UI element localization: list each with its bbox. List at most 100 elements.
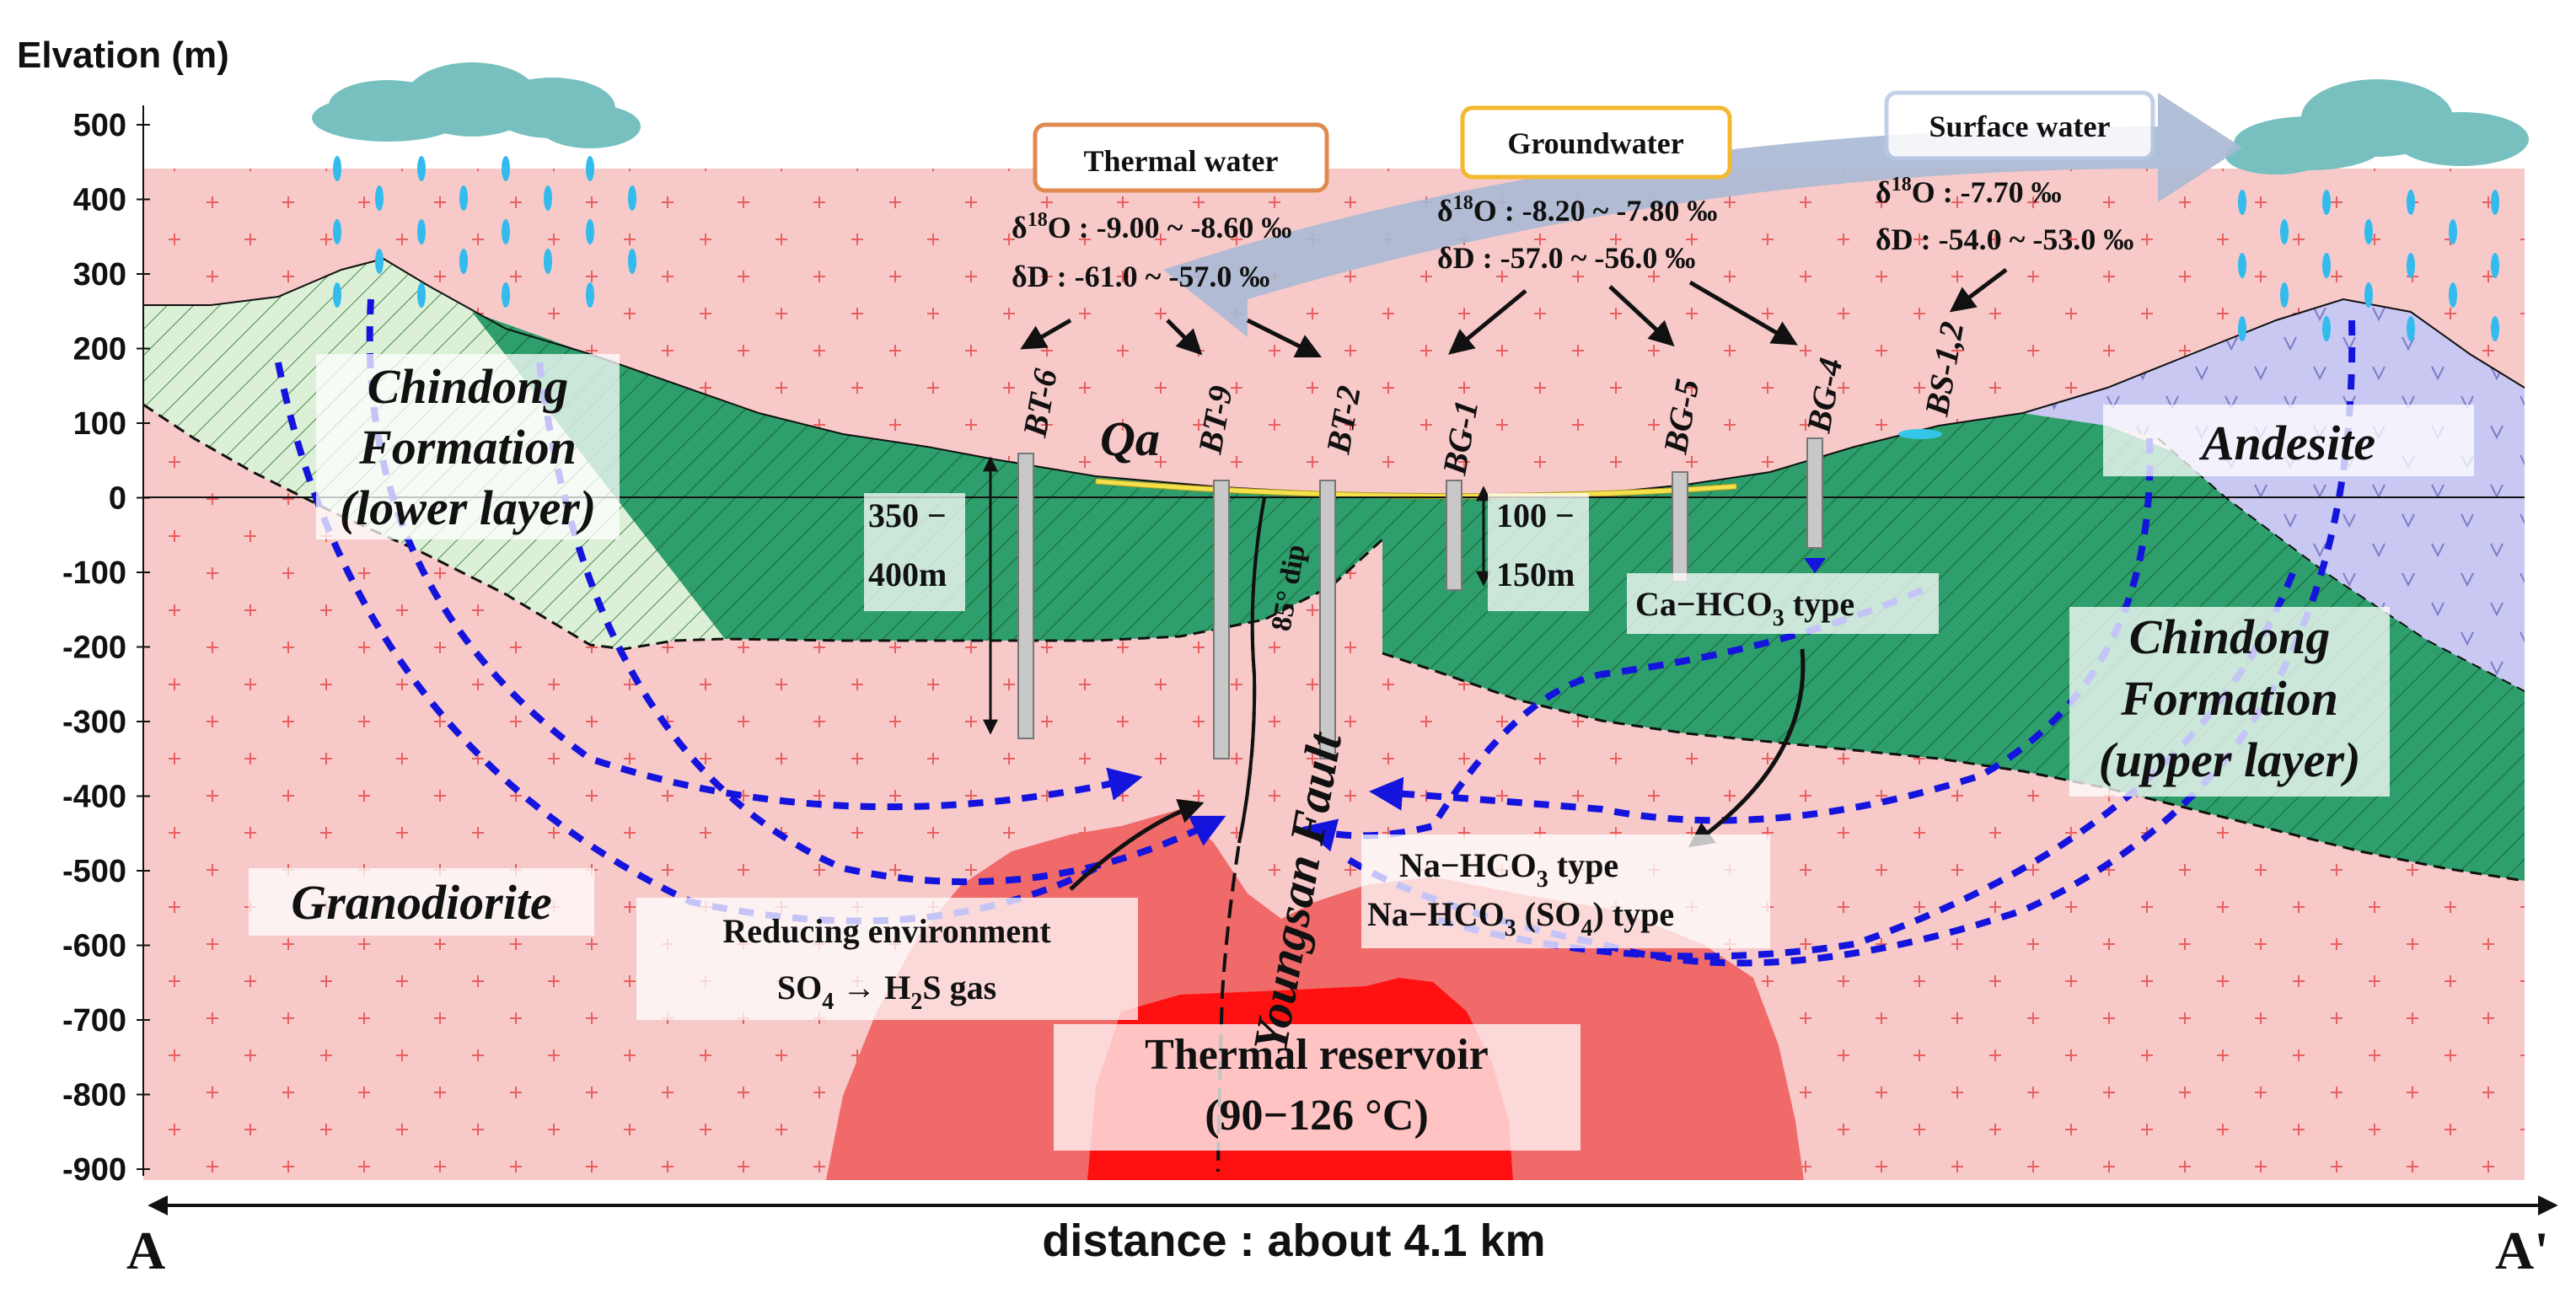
chindong-lower-line2: Formation xyxy=(358,420,577,475)
rain-drop xyxy=(544,185,552,211)
isotope-pointer-arrows xyxy=(1020,268,2008,891)
qa-label: Qa xyxy=(1100,411,1160,466)
chindong-upper-line3: (upper layer) xyxy=(2099,732,2361,787)
rain-drop xyxy=(2407,190,2415,215)
granodiorite-label: Granodiorite xyxy=(291,875,551,930)
thermal-reservoir-line1: Thermal reservoir xyxy=(1145,1031,1489,1079)
chindong-lower-line1: Chindong xyxy=(368,359,569,414)
y-tick-label: 400 xyxy=(73,183,126,218)
thermal-depth-line2: 400m xyxy=(868,555,947,593)
y-axis-title: Elvation (m) xyxy=(17,35,229,76)
ca-hco3-type: Ca−HCO3 type xyxy=(1635,585,1854,631)
y-tick-label: -300 xyxy=(62,705,126,740)
rain-drop xyxy=(628,185,636,211)
reducing-environment-line2: SO4 → H2S gas xyxy=(777,969,996,1015)
rain-drop xyxy=(2364,282,2373,308)
surface-water-label: Surface water xyxy=(1929,110,2111,143)
rain-drop xyxy=(2491,190,2499,215)
water-table-marker xyxy=(1804,558,1826,573)
rain-drop xyxy=(2407,316,2415,341)
well-bt2 xyxy=(1319,480,1336,759)
rain-drop xyxy=(2238,253,2246,278)
ground-depth-line1: 100 − xyxy=(1496,496,1575,534)
rain-drop xyxy=(375,249,384,274)
rain-drop xyxy=(333,282,341,308)
rain-drop xyxy=(2449,282,2457,308)
surface-d18o: δ18O : -7.70 ‰ xyxy=(1876,174,2062,209)
y-tick-label: -200 xyxy=(62,631,126,666)
rain-drop xyxy=(2407,253,2415,278)
reducing-environment-line1: Reducing environment xyxy=(722,912,1051,950)
rain-drop xyxy=(2280,219,2289,244)
y-tick-label: 500 xyxy=(73,108,126,143)
rain-drop xyxy=(2322,316,2331,341)
well-bg5 xyxy=(1672,471,1688,582)
na-hco3-type: Na−HCO3 type xyxy=(1399,846,1618,893)
rain-drop xyxy=(417,282,426,308)
thermal-dd: δD : -61.0 ~ -57.0 ‰ xyxy=(1012,260,1269,293)
y-tick-label: -400 xyxy=(62,780,126,815)
well-bg1 xyxy=(1446,480,1462,591)
rain-drop xyxy=(417,219,426,244)
y-tick-label: -900 xyxy=(62,1152,126,1188)
right-rain xyxy=(2238,190,2499,341)
groundwater-dd: δD : -57.0 ~ -56.0 ‰ xyxy=(1437,241,1695,275)
chindong-lower-line3: (lower layer) xyxy=(340,480,596,535)
y-tick-label: 0 xyxy=(109,481,126,517)
rain-drop xyxy=(333,219,341,244)
rain-drop xyxy=(459,185,468,211)
rain-drop xyxy=(586,282,594,308)
groundwater-box xyxy=(1460,105,1732,180)
well-bt9 xyxy=(1213,480,1230,759)
rain-drop xyxy=(586,219,594,244)
well-bg4 xyxy=(1806,437,1823,549)
surface-water-pool xyxy=(1898,429,1942,439)
y-axis-ticks: 5004003002001000-100-200-300-400-500-600… xyxy=(62,108,150,1188)
rain-drop xyxy=(2238,190,2246,215)
y-tick-label: -800 xyxy=(62,1078,126,1113)
na-hco3-so4-type: Na−HCO3 (SO4) type xyxy=(1367,895,1674,942)
y-tick-label: -700 xyxy=(62,1003,126,1038)
left-rain xyxy=(333,156,636,308)
chindong-upper-line1: Chindong xyxy=(2129,609,2331,664)
y-tick-label: -600 xyxy=(62,929,126,964)
rain-drop xyxy=(459,249,468,274)
surface-dd: δD : -54.0 ~ -53.0 ‰ xyxy=(1876,223,2133,256)
rain-drop xyxy=(544,249,552,274)
surface-water-box xyxy=(1884,90,2155,161)
groundwater-d18o: δ18O : -8.20 ~ -7.80 ‰ xyxy=(1437,192,1717,228)
section-start-label: A xyxy=(126,1221,165,1280)
ground-depth-line2: 150m xyxy=(1496,555,1575,593)
rain-drop xyxy=(2322,253,2331,278)
rain-drop xyxy=(502,156,510,181)
rain-drop xyxy=(2238,316,2246,341)
rain-drop xyxy=(502,282,510,308)
thermal-water-label: Thermal water xyxy=(1084,144,1279,178)
rain-drop xyxy=(2491,253,2499,278)
distance-label: distance : about 4.1 km xyxy=(1042,1215,1545,1266)
y-tick-label: -500 xyxy=(62,854,126,889)
wells xyxy=(1017,437,1823,759)
thermal-reservoir-line2: (90−126 °C) xyxy=(1205,1092,1429,1140)
rain-drop xyxy=(2280,282,2289,308)
groundwater-label: Groundwater xyxy=(1507,126,1683,160)
rain-drop xyxy=(417,156,426,181)
rain-drop xyxy=(333,156,341,181)
y-tick-label: -100 xyxy=(62,555,126,591)
well-bt6 xyxy=(1017,453,1034,739)
rain-drop xyxy=(502,219,510,244)
label-backdrops xyxy=(249,354,2474,1151)
thermal-d18o: δ18O : -9.00 ~ -8.60 ‰ xyxy=(1012,209,1291,244)
rain-drop xyxy=(2449,219,2457,244)
section-end-label: A' xyxy=(2495,1221,2549,1280)
chindong-upper-line2: Formation xyxy=(2120,671,2338,726)
andesite-label: Andesite xyxy=(2199,416,2375,470)
rain-drop xyxy=(2364,219,2373,244)
rain-drop xyxy=(375,185,384,211)
depth-arrows xyxy=(983,456,1491,735)
left-cloud xyxy=(312,62,641,148)
y-tick-label: 300 xyxy=(73,257,126,292)
right-cloud xyxy=(2225,79,2529,174)
rain-drop xyxy=(586,156,594,181)
rain-drop xyxy=(2491,316,2499,341)
